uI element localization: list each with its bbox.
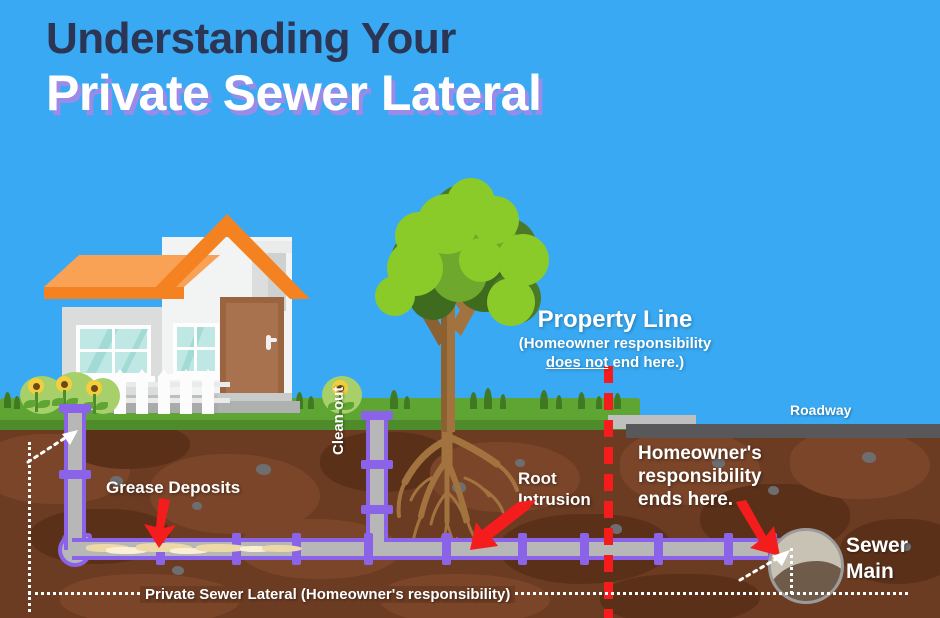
root-intrusion-label: Root Intrusion	[518, 468, 591, 510]
owner-end-line3: ends here.	[638, 489, 734, 510]
grease-deposit	[240, 546, 274, 552]
pipe-collar	[361, 460, 393, 469]
grass-blade	[390, 390, 398, 409]
grease-deposit	[136, 543, 192, 552]
bracket-left-line	[28, 442, 31, 612]
pipe-collar	[518, 533, 527, 565]
pipe-collar	[580, 533, 589, 565]
grass-blade	[296, 392, 303, 409]
house-icon	[24, 195, 344, 415]
grass-blade	[14, 396, 20, 409]
property-line-sub-pre: (Homeowner responsibility	[518, 335, 712, 352]
sewer-main-label-line1: Sewer	[846, 534, 908, 557]
root-intrusion-line2: Intrusion	[518, 490, 591, 509]
red-arrow-down-icon	[144, 498, 176, 548]
property-line-callout: Property Line (Homeowner responsibility …	[420, 306, 810, 372]
grease-deposits-label: Grease Deposits	[106, 478, 241, 497]
property-line-title: Property Line	[537, 306, 693, 333]
grass-blade	[484, 388, 492, 409]
property-line-subtitle: (Homeowner responsibility does not end h…	[420, 334, 810, 372]
red-arrow-downright-icon	[736, 500, 780, 556]
grease-deposit	[196, 544, 248, 552]
pipe-collar	[361, 411, 393, 420]
dotted-arrow-icon	[26, 430, 78, 464]
sewer-main-label-line2: Main	[846, 560, 894, 583]
grass-blade	[470, 392, 477, 409]
owner-end-line1: Homeowner's	[638, 443, 762, 464]
property-line-sub-underline: does not	[545, 354, 609, 371]
grass-blade	[308, 396, 314, 409]
tree-roots	[396, 420, 519, 560]
roadway-surface	[626, 424, 940, 438]
grass-blade	[614, 393, 621, 409]
root-intrusion-line1: Root	[518, 469, 557, 488]
grease-deposit	[106, 547, 148, 554]
private-lateral-label: Private Sewer Lateral (Homeowner's respo…	[140, 586, 516, 603]
pipe-collar	[59, 404, 91, 413]
red-arrow-downleft-icon	[470, 500, 536, 550]
pipe-collar	[654, 533, 663, 565]
grass-blade	[578, 392, 585, 409]
owner-responsibility-end-label: Homeowner's responsibility ends here.	[638, 442, 762, 511]
owner-end-line2: responsibility	[638, 466, 762, 487]
bracket-right-line	[790, 548, 793, 594]
pipe-collar	[442, 533, 451, 565]
pipe-collar	[59, 470, 91, 479]
page-title-line2: Private Sewer Lateral	[46, 65, 542, 121]
tree-icon	[355, 150, 555, 432]
grease-deposit	[262, 545, 302, 552]
grass-blade	[500, 394, 506, 409]
grass-blade	[404, 396, 410, 409]
roadway-label: Roadway	[790, 402, 852, 418]
grass-blade	[540, 390, 548, 409]
dotted-arrow-icon	[738, 550, 790, 582]
page-title-line1: Understanding Your	[46, 14, 456, 63]
pipe-collar	[361, 505, 393, 514]
grass-blade	[596, 396, 602, 409]
title-block: Understanding Your Private Sewer Lateral	[46, 14, 542, 122]
grass-blade	[556, 395, 562, 409]
grass-blade	[4, 392, 11, 408]
pipe-collar	[364, 533, 373, 565]
property-line-marker	[604, 366, 613, 618]
property-line-sub-post: end here.)	[608, 354, 685, 371]
sewer-lateral-pipe	[72, 538, 780, 560]
pipe-collar	[724, 533, 733, 565]
grease-deposit	[170, 548, 208, 554]
sewer-main-label: Sewer Main	[846, 533, 908, 585]
